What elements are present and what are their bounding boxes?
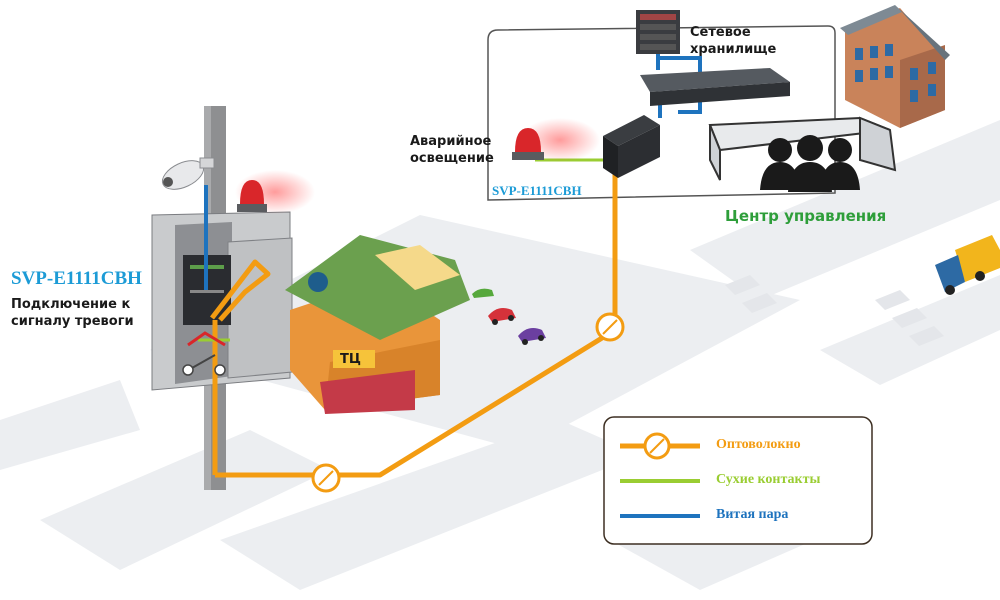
legend-label-dry-contacts: Сухие контакты [716,472,821,487]
mall-icon [285,235,470,414]
storage-label: Сетевое хранилище [690,25,777,57]
car-icon [488,308,516,325]
truck-icon [935,235,1000,295]
car-icon [518,328,546,345]
legend-box [603,416,873,545]
model-label-right: SVP-E1111CBH [492,183,582,198]
fiber-cables [210,165,618,478]
network-switch-icon [640,68,790,106]
control-center-label: Центр управления [725,207,887,225]
media-converter-icon [603,115,660,178]
building-icon [840,5,950,128]
video-wall-icon [708,116,897,181]
crosswalk [725,275,944,346]
car-icon [472,288,494,298]
relay-switch-icon [182,331,226,376]
alarm-signal-label: Подключение к сигналу тревоги [11,297,134,329]
model-label-left: SVP-E1111CBH [11,268,142,289]
control-center-frame [487,25,836,201]
alarm-beacon-icon [235,170,315,214]
alarm-beacon-icon [512,118,600,162]
legend-label-twisted-pair: Витая пара [716,507,789,522]
legend-label-fiber: Оптоволокно [716,437,801,452]
operators-icon [760,135,860,192]
camera-icon [161,157,215,190]
server-icon [636,10,680,54]
mall-label: ТЦ [340,352,361,367]
emergency-light-label: Аварийное освещение [410,134,494,166]
